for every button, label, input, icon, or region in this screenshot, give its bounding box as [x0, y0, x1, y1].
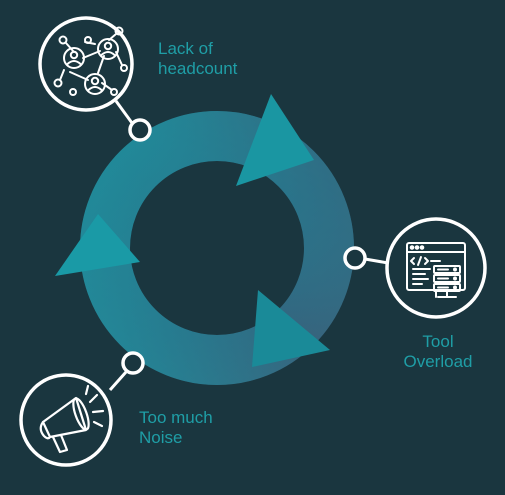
cycle-arrowhead-right: [252, 290, 330, 367]
label-line: Lack of: [158, 39, 213, 58]
connector-tool: [343, 246, 389, 270]
connector-headcount: [114, 100, 152, 142]
megaphone-icon: [19, 373, 113, 467]
cycle-arrowhead-top: [236, 94, 314, 186]
cycle-arrowhead-left: [55, 214, 140, 276]
label-lack-of-headcount: Lack of headcount: [158, 39, 237, 79]
code-window-server-icon: [385, 217, 487, 319]
label-line: headcount: [158, 59, 238, 78]
label-line: Noise: [139, 428, 183, 447]
label-line: Overload: [403, 352, 473, 371]
label-tool-overload: Tool Overload: [395, 332, 481, 372]
label-too-much-noise: Too much Noise: [139, 408, 213, 448]
label-line: Tool: [422, 332, 454, 351]
network-people-icon: [38, 16, 134, 112]
label-line: Too much: [139, 408, 213, 427]
connector-noise: [108, 351, 145, 391]
